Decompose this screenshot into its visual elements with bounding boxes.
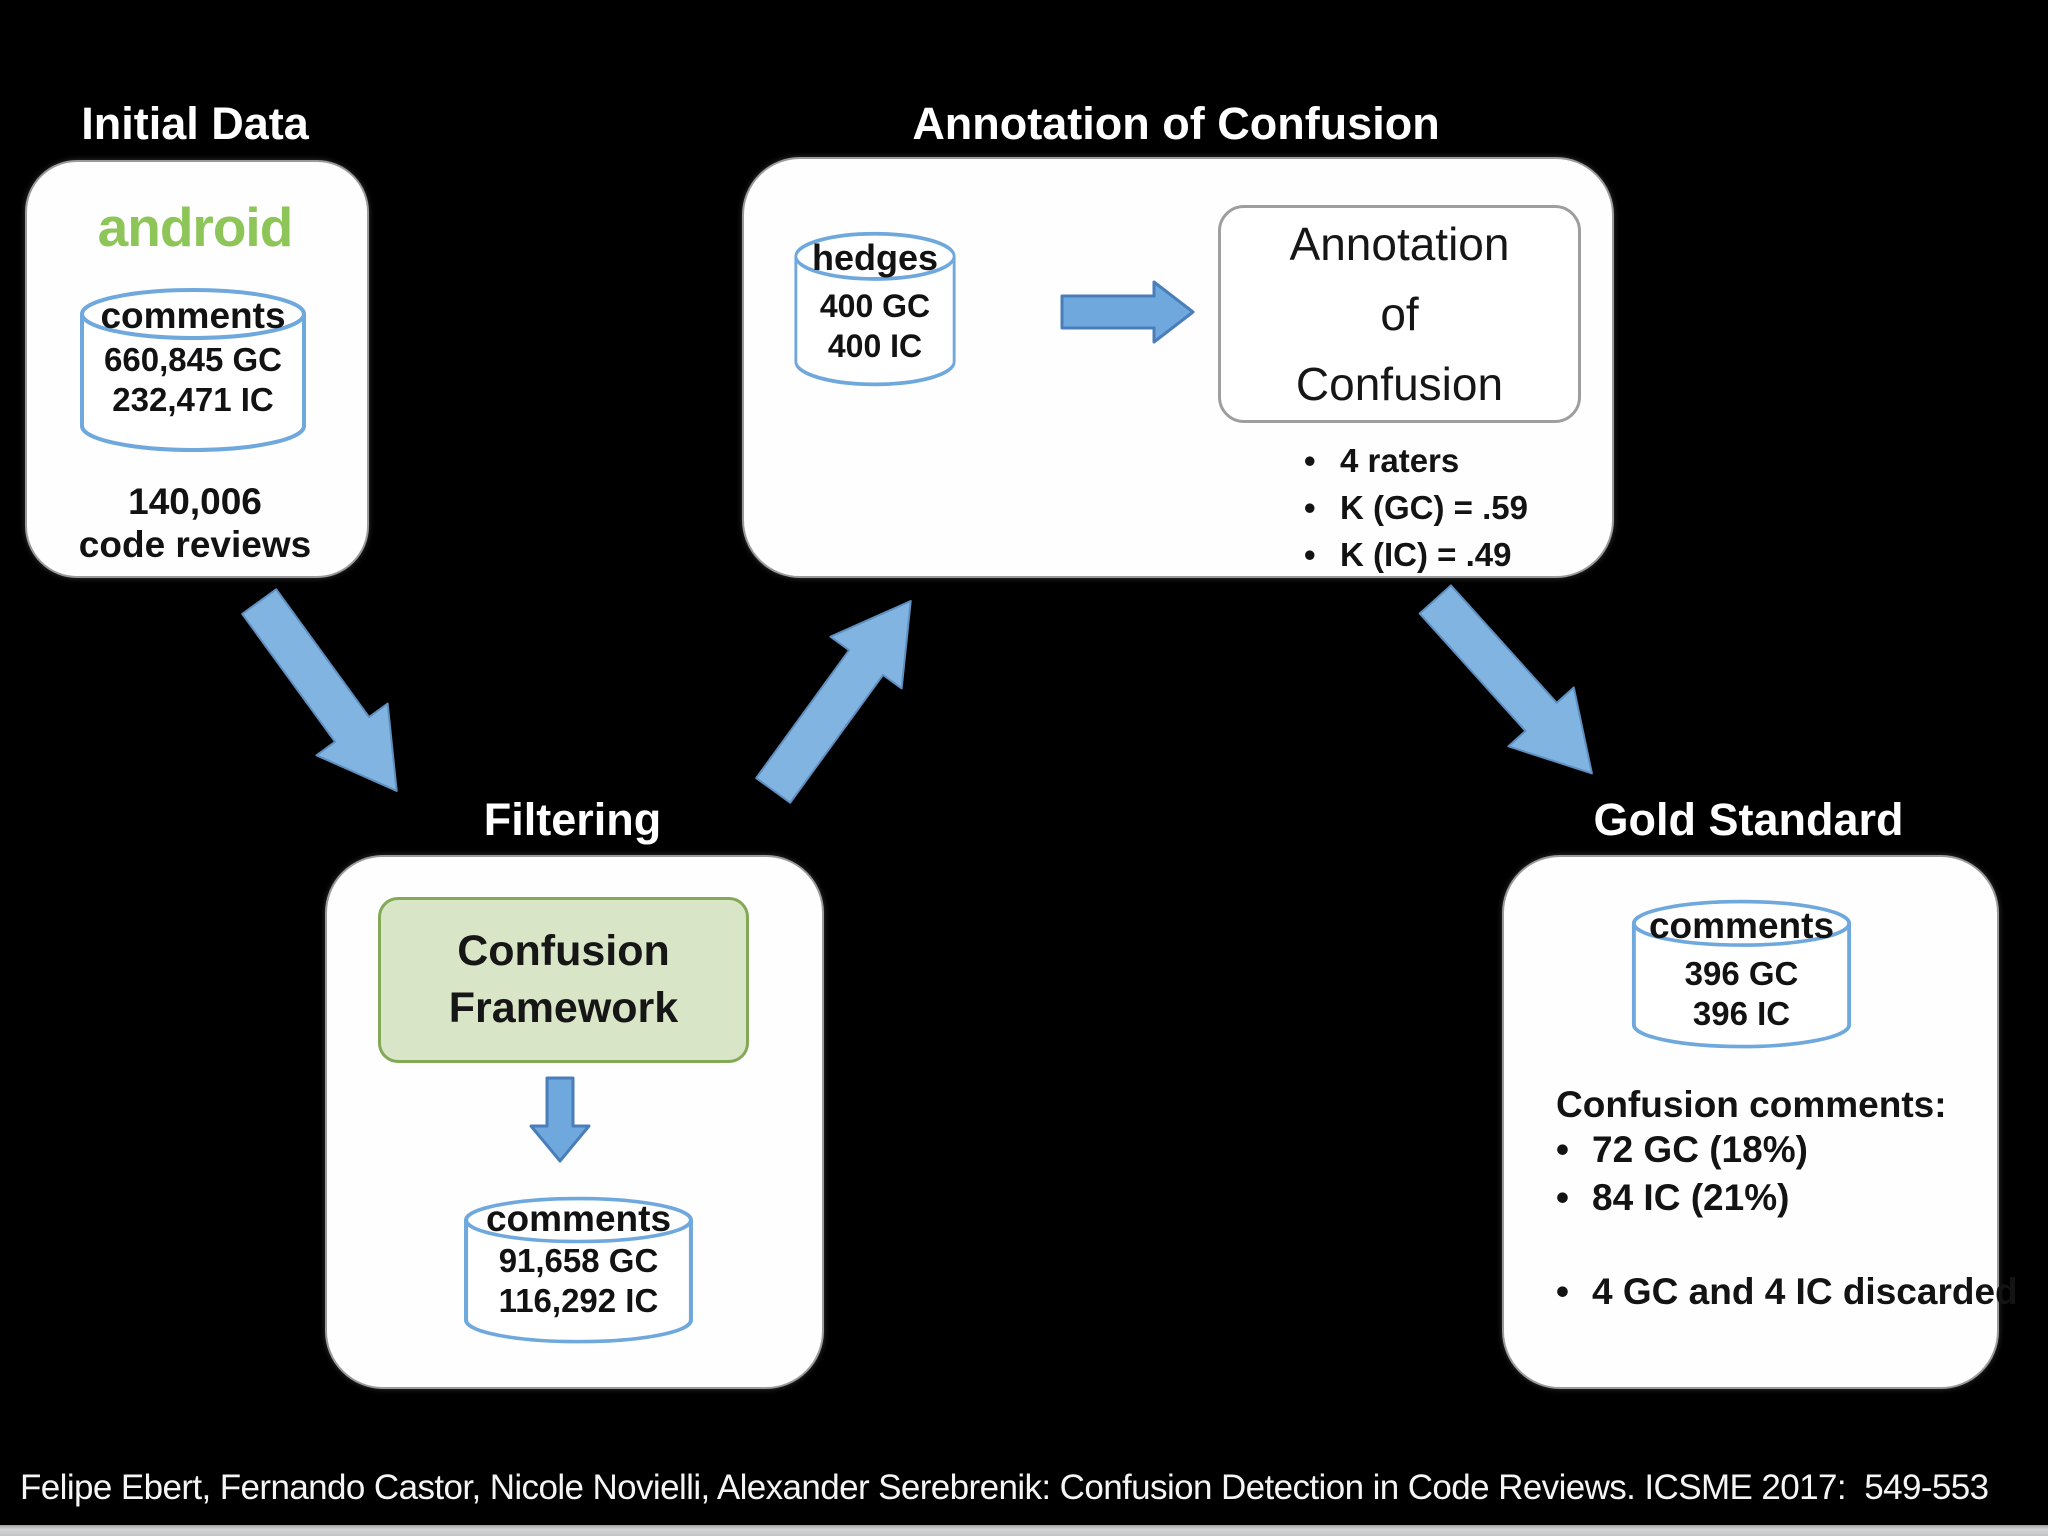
cylinder-value-ic: 116,292 IC xyxy=(498,1282,659,1319)
citation-text: Felipe Ebert, Fernando Castor, Nicole No… xyxy=(20,1468,1989,1507)
confusion-framework-box: Confusion Framework xyxy=(378,897,749,1063)
arrow-initial-to-filtering-icon xyxy=(219,572,438,823)
bullet-item: 84 IC (21%) xyxy=(1548,1174,1808,1222)
database-cylinder-icon xyxy=(80,288,306,452)
annotation-bullet-list: 4 raters K (GC) = .59 K (IC) = .49 xyxy=(1296,437,1528,578)
initial-data-count: 140,006 xyxy=(128,481,262,522)
initial-comments-cylinder: comments 660,845 GC 232,471 IC xyxy=(78,286,308,456)
arrow-down-right-icon xyxy=(1418,584,1593,775)
confusion-framework-text: Confusion Framework xyxy=(449,923,678,1037)
cylinder-value-gc: 396 GC xyxy=(1684,955,1799,992)
annotation-process-box: Annotation of Confusion xyxy=(1218,205,1581,423)
cylinder-label: comments xyxy=(100,295,286,336)
initial-data-count-label: code reviews xyxy=(78,524,312,565)
initial-data-heading: Initial Data xyxy=(81,98,309,149)
bullet-item: K (GC) = .59 xyxy=(1296,484,1528,531)
gold-comments-cylinder: comments 396 GC 396 IC xyxy=(1630,898,1853,1052)
arrow-up-right-icon xyxy=(755,600,912,804)
bullet-item: 4 raters xyxy=(1296,437,1528,484)
cylinder-label: hedges xyxy=(811,237,939,278)
annotation-heading: Annotation of Confusion xyxy=(912,98,1440,149)
cylinder-value-gc: 91,658 GC xyxy=(498,1242,659,1279)
bullet-item: 4 GC and 4 IC discarded xyxy=(1548,1268,2018,1316)
process-line: Confusion xyxy=(1295,358,1504,410)
database-cylinder-icon xyxy=(464,1196,693,1344)
arrow-filtering-to-annotation-icon xyxy=(733,570,952,821)
process-line: of xyxy=(1380,288,1419,340)
filtering-heading: Filtering xyxy=(483,794,662,845)
cylinder-label: comments xyxy=(1648,905,1835,946)
arrow-down-right-icon xyxy=(241,588,398,792)
gold-discarded-bullet: 4 GC and 4 IC discarded xyxy=(1548,1268,2018,1316)
cylinder-value-ic: 396 IC xyxy=(1692,995,1791,1032)
annotation-process-text: Annotation of Confusion xyxy=(1290,209,1510,419)
android-logo: android xyxy=(97,196,294,258)
cylinder-value-ic: 400 IC xyxy=(827,328,923,364)
gold-subtitle: Confusion comments: xyxy=(1556,1084,1947,1125)
filtered-comments-cylinder: comments 91,658 GC 116,292 IC xyxy=(462,1195,695,1347)
arrow-right-icon xyxy=(1060,280,1195,344)
arrow-annotation-to-gold-icon xyxy=(1398,566,1630,809)
gold-bullet-list: 72 GC (18%) 84 IC (21%) xyxy=(1548,1126,1808,1222)
database-cylinder-icon xyxy=(794,231,956,387)
bullet-item: K (IC) = .49 xyxy=(1296,531,1528,578)
gold-standard-heading: Gold Standard xyxy=(1593,794,1904,845)
cylinder-value-gc: 660,845 GC xyxy=(104,341,282,378)
cylinder-label: comments xyxy=(485,1198,672,1239)
hedges-cylinder: hedges 400 GC 400 IC xyxy=(793,230,957,390)
bullet-item: 72 GC (18%) xyxy=(1548,1126,1808,1174)
bottom-strip xyxy=(0,1525,2048,1536)
framework-line: Confusion xyxy=(457,927,670,975)
framework-line: Framework xyxy=(448,984,679,1032)
cylinder-value-ic: 232,471 IC xyxy=(112,381,274,418)
database-cylinder-icon xyxy=(1631,899,1852,1049)
process-line: Annotation xyxy=(1289,218,1510,270)
cylinder-value-gc: 400 GC xyxy=(819,288,931,324)
arrow-down-icon xyxy=(529,1076,591,1163)
